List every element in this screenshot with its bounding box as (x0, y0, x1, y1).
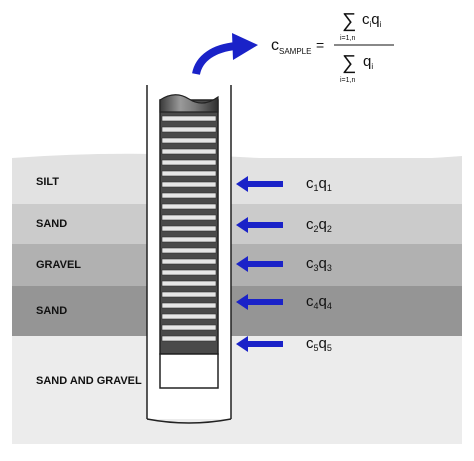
screen-slot (161, 247, 217, 254)
soil-layer-sand-and-gravel (12, 336, 462, 444)
screen-slot (161, 214, 217, 221)
inflow-1: c2q2 (236, 216, 332, 234)
layer-label-sand-and-gravel: SAND AND GRAVEL (36, 375, 142, 387)
screen-slot (161, 280, 217, 287)
layer-label-sand: SAND (36, 218, 67, 230)
screen-slot (161, 313, 217, 320)
screen-slot (161, 192, 217, 199)
layer-label-silt: SILT (36, 176, 59, 188)
left-arrow-icon (236, 336, 283, 352)
ground-surface (12, 153, 462, 162)
sum-symbol-denominator: ∑ (342, 52, 356, 74)
screen-slot (161, 148, 217, 155)
inflow-label-4: c5q5 (306, 335, 332, 353)
left-arrow-icon (236, 294, 283, 310)
layer-label-gravel: GRAVEL (36, 259, 81, 271)
numerator-limits: i=1,n (340, 35, 355, 42)
inflow-label-1: c2q2 (306, 216, 332, 234)
screen-slot (161, 269, 217, 276)
screen-slot (161, 203, 217, 210)
screen-slot (161, 291, 217, 298)
soil-layer-gravel (12, 244, 462, 286)
equation-lhs: cSAMPLE (271, 37, 311, 56)
left-arrow-icon (236, 176, 283, 192)
mixing-equation: cSAMPLE = ∑ ciqi i=1,n ∑ qi i=1,n (271, 10, 394, 84)
sum-symbol-numerator: ∑ (342, 10, 356, 32)
soil-layer-silt (12, 158, 462, 204)
inflow-label-0: c1q1 (306, 175, 332, 193)
equation-equals: = (316, 37, 324, 53)
screen-slot (161, 225, 217, 232)
well-screen (159, 94, 219, 389)
equation-numerator: ciqi (362, 11, 382, 29)
left-arrow-icon (236, 217, 283, 233)
inflow-0: c1q1 (236, 175, 332, 193)
screen-slot (161, 236, 217, 243)
soil-profile (12, 153, 462, 444)
soil-layer-sand (12, 204, 462, 244)
well-sump (159, 353, 219, 389)
screen-slot (161, 170, 217, 177)
screen-slot (161, 137, 217, 144)
screen-slot (161, 302, 217, 309)
denominator-limits: i=1,n (340, 77, 355, 84)
layer-label-sand-lower: SAND (36, 305, 67, 317)
inflow-2: c3q3 (236, 255, 332, 273)
screen-slots (161, 115, 217, 342)
equation-denominator: qi (363, 53, 373, 71)
inflow-label-2: c3q3 (306, 255, 332, 273)
screen-slot (161, 181, 217, 188)
screen-slot (161, 335, 217, 342)
soil-layer-sand-lower (12, 286, 462, 336)
screen-slot (161, 324, 217, 331)
borehole-bottom (146, 418, 232, 424)
screen-slot (161, 126, 217, 133)
screen-slot (161, 258, 217, 265)
well-casing-top (159, 94, 219, 113)
inflow-4: c5q5 (236, 335, 332, 353)
screen-slot (161, 115, 217, 122)
left-arrow-icon (236, 256, 283, 272)
inflow-label-3: c4q4 (306, 293, 332, 311)
inflow-3: c4q4 (236, 293, 332, 311)
screen-slot (161, 159, 217, 166)
curved-arrow-icon (192, 33, 258, 76)
